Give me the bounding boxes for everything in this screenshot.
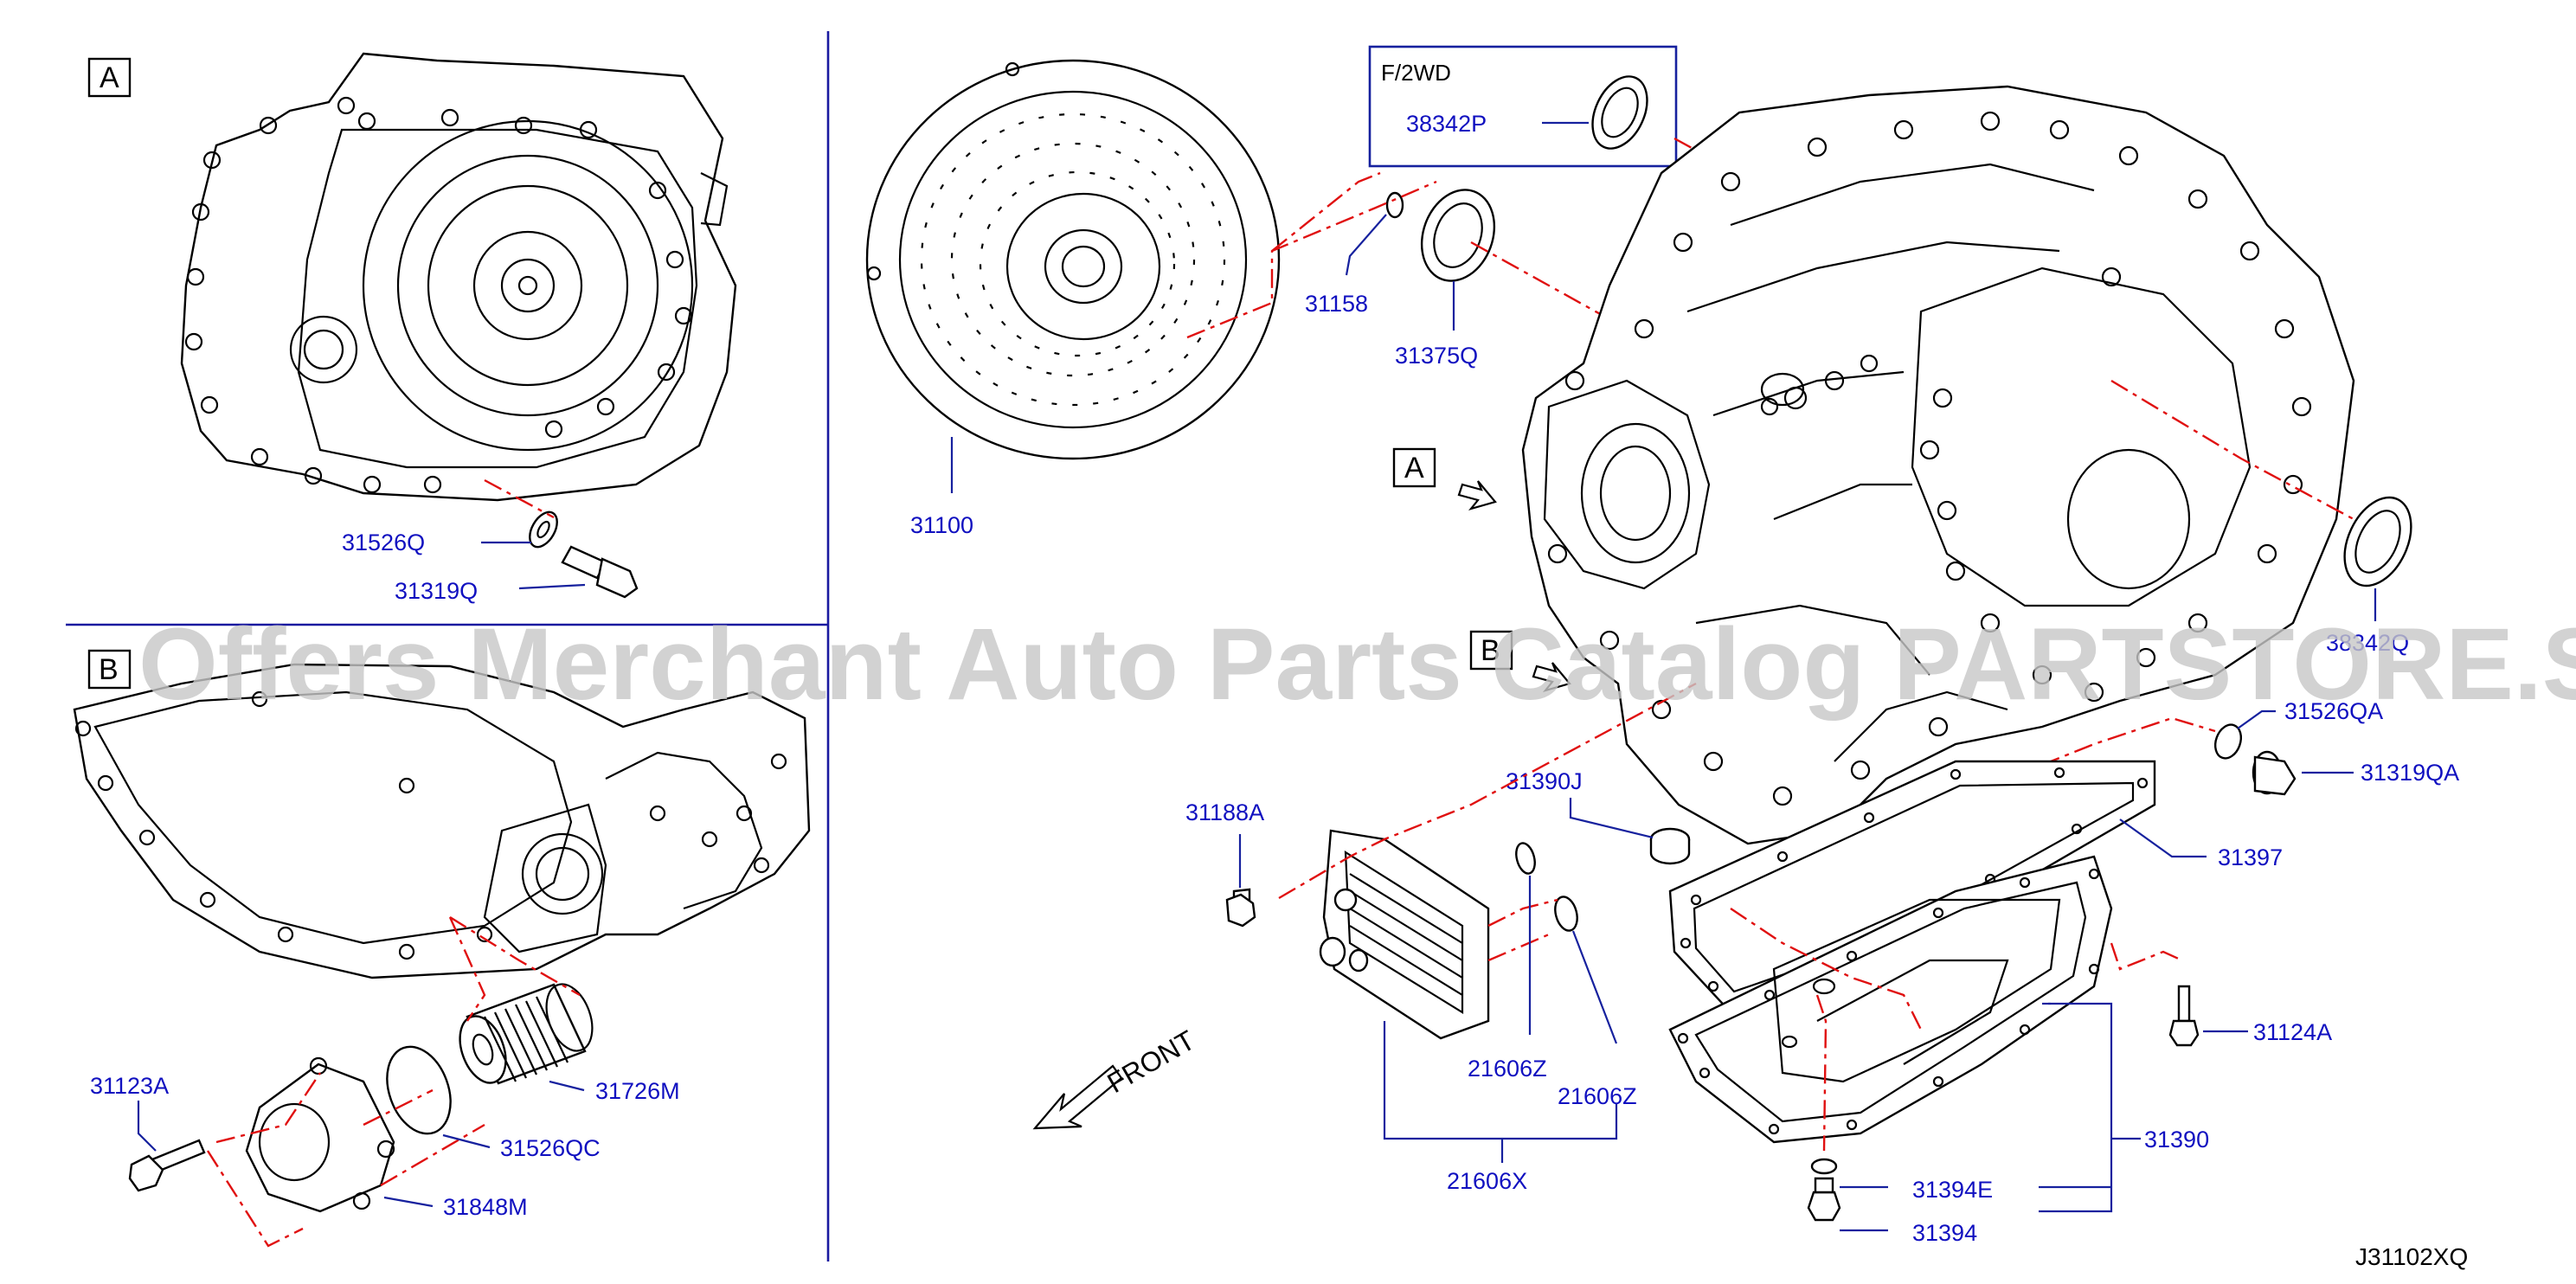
magnet-31390j [1649, 827, 1691, 865]
part-label-31188a[interactable]: 31188A [1185, 799, 1264, 825]
view-b-transmission-side [73, 663, 811, 979]
part-label-38342q[interactable]: 38342Q [2326, 630, 2409, 656]
part-label-31123a[interactable]: 31123A [90, 1073, 169, 1099]
panel-frames [66, 31, 830, 1262]
part-label-21606z-a[interactable]: 21606Z [1468, 1056, 1547, 1082]
gasket-31397 [1668, 760, 2156, 1014]
bolt-31123a [128, 1139, 206, 1192]
o-ring-21606z-b [1554, 896, 1578, 932]
o-ring-31526qc [386, 1045, 452, 1135]
filter-cover-31848m [245, 1056, 395, 1213]
callout-a-box [1392, 447, 1436, 488]
washer-31526qa [2213, 723, 2243, 760]
part-label-31375q[interactable]: 31375Q [1395, 343, 1478, 369]
part-label-31390[interactable]: 31390 [2144, 1127, 2209, 1152]
part-label-31394[interactable]: 31394 [1912, 1220, 1977, 1246]
plug-31319qa [2252, 750, 2297, 796]
view-b-red-lines [206, 915, 581, 1248]
callout-b-arrow [1532, 662, 1571, 693]
callout-b-box [1469, 630, 1513, 671]
part-label-31124a[interactable]: 31124A [2253, 1019, 2332, 1045]
part-label-31848m[interactable]: 31848M [443, 1194, 528, 1220]
part-label-31158[interactable]: 31158 [1305, 291, 1368, 317]
bolt-31124a [2168, 985, 2200, 1047]
bolt-31188a [1225, 888, 1256, 928]
view-a-transmission-housing [180, 52, 737, 502]
o-ring-21606z-a [1515, 842, 1536, 875]
part-label-31100[interactable]: 31100 [910, 512, 973, 538]
oil-seal-31375q [1420, 189, 1496, 282]
part-label-31319q[interactable]: 31319Q [395, 578, 478, 604]
part-label-21606x[interactable]: 21606X [1447, 1168, 1527, 1194]
part-label-31394e[interactable]: 31394E [1912, 1177, 1993, 1203]
part-label-31526qa[interactable]: 31526QA [2284, 698, 2383, 724]
drain-washer-31526q [529, 510, 558, 549]
part-label-31526qc[interactable]: 31526QC [500, 1135, 601, 1161]
part-label-31526q[interactable]: 31526Q [342, 530, 425, 555]
view-b-label: B [99, 653, 119, 686]
drain-plug-31394 [1807, 1177, 1841, 1222]
view-b-label-box [87, 649, 132, 690]
variant-box-title: F/2WD [1381, 60, 1451, 86]
callout-b: B [1481, 634, 1500, 667]
watermark: Offers Merchant Auto Parts Catalog PARTS… [138, 607, 2576, 722]
oil-cooler-21606x [1319, 829, 1490, 1040]
oil-seal-38342q [2343, 496, 2412, 587]
transaxle-case [1521, 85, 2355, 845]
torque-converter-31100 [865, 59, 1281, 460]
front-direction-arrow [1032, 1064, 1123, 1130]
part-label-21606z-b[interactable]: 21606Z [1558, 1083, 1637, 1109]
o-ring-31158 [1385, 191, 1404, 219]
callout-a-arrow [1457, 480, 1497, 511]
part-label-31390j[interactable]: 31390J [1506, 768, 1583, 794]
oil-pan-31390 [1668, 855, 2113, 1144]
part-label-31397[interactable]: 31397 [2218, 844, 2283, 870]
part-label-31726m[interactable]: 31726M [595, 1078, 680, 1104]
diagram-id: J31102XQ [2355, 1243, 2468, 1270]
front-label: FRONT [1102, 1024, 1200, 1099]
callout-a: A [1404, 452, 1424, 485]
oil-filter-31726m [459, 983, 594, 1085]
view-a-label: A [100, 61, 119, 94]
part-label-31319qa[interactable]: 31319QA [2361, 760, 2459, 786]
view-a-label-box [87, 57, 132, 98]
drain-bolt-31319q [561, 545, 639, 599]
washer-31394e [1810, 1158, 1838, 1175]
part-label-38342p[interactable]: 38342P [1406, 111, 1487, 137]
variant-box-f2wd: F/2WD 38342P [1368, 45, 1678, 168]
